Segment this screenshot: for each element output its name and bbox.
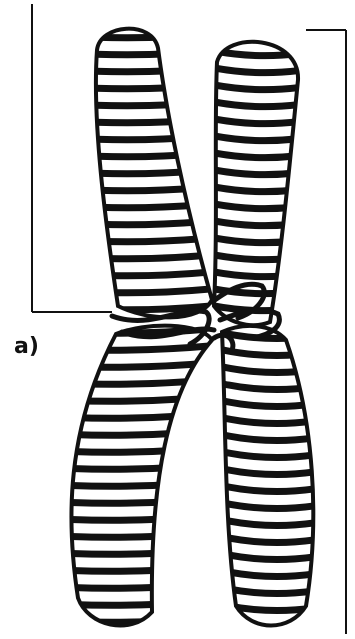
chromatid-arm-top-left	[70, 29, 230, 318]
part-label-a: a)	[14, 336, 39, 358]
chromatid-arm-bottom-right	[210, 326, 320, 628]
chromatid-arm-bottom-left	[60, 326, 230, 626]
